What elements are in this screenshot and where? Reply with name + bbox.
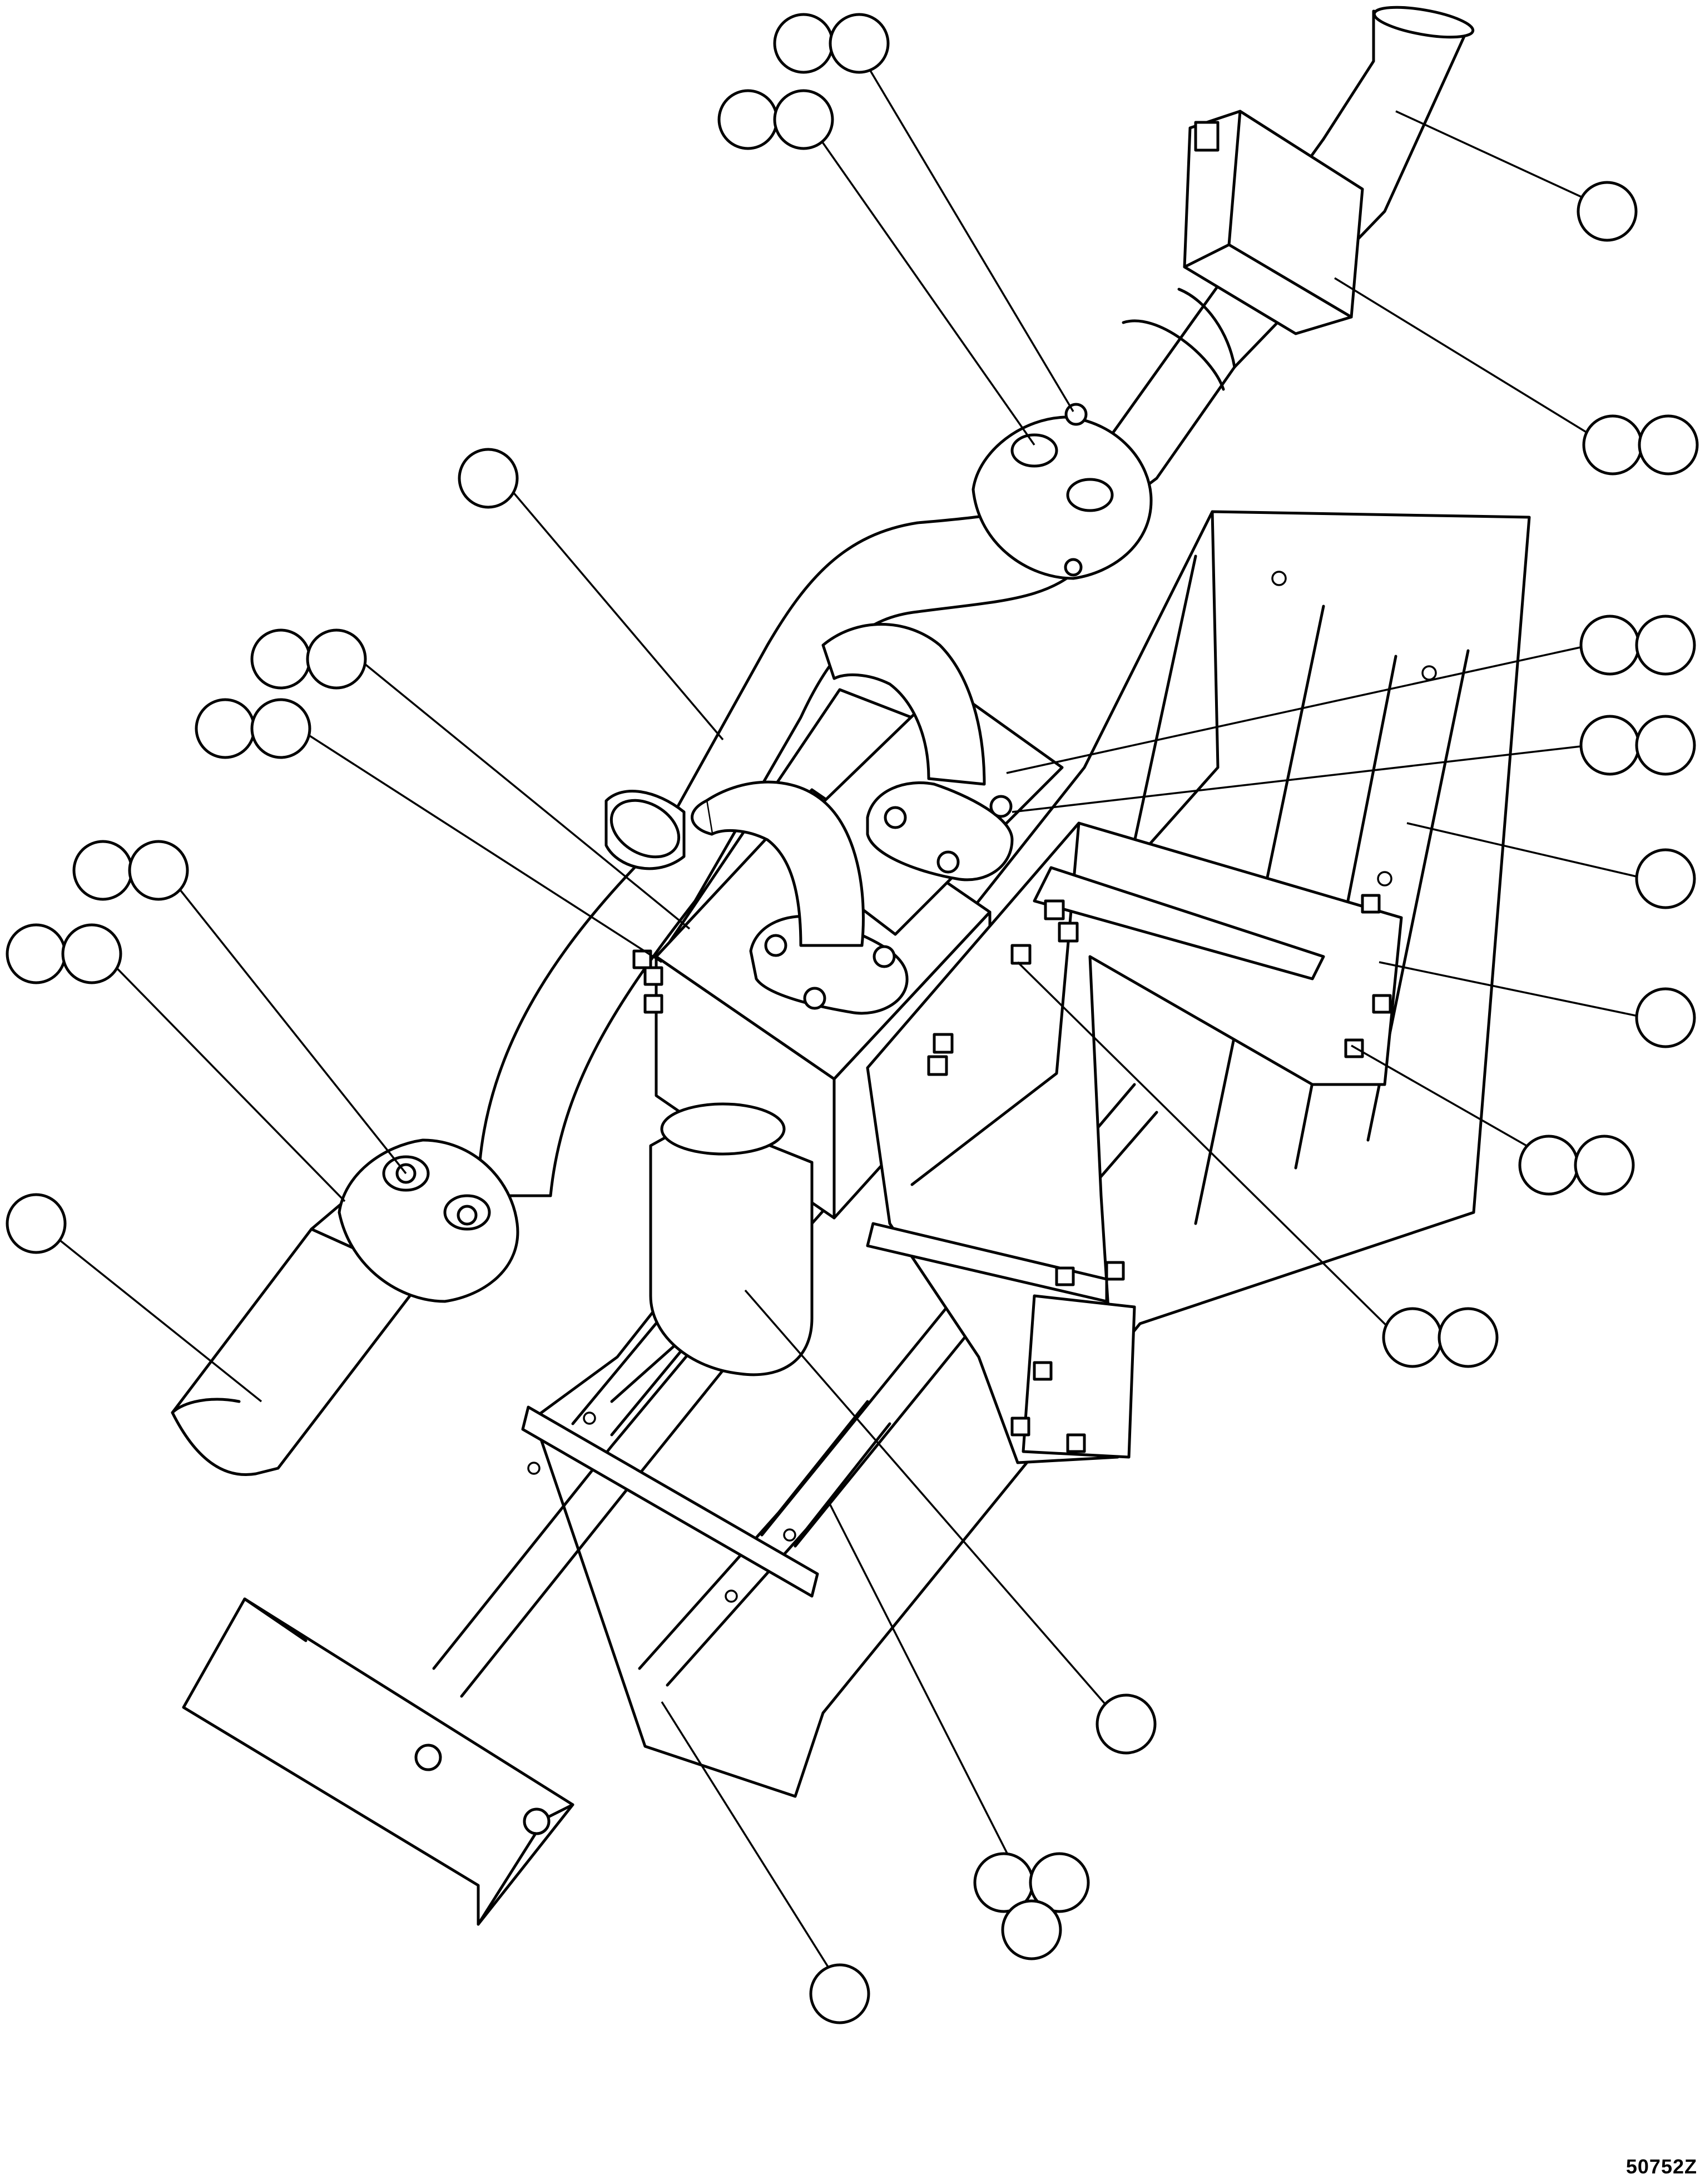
callout-balloon	[128, 840, 189, 901]
callout-balloon	[1096, 1693, 1157, 1755]
callout-balloon	[1579, 715, 1640, 776]
callout-balloon	[306, 628, 367, 690]
callout-balloon	[1382, 1307, 1443, 1368]
callout-balloon	[1438, 1307, 1499, 1368]
callout-balloon	[458, 448, 519, 509]
callout-balloon	[61, 923, 122, 984]
callout-balloon	[6, 1193, 67, 1254]
callout-balloon	[1574, 1135, 1635, 1196]
callout-balloon	[6, 923, 67, 984]
callout-balloon	[250, 628, 311, 690]
callout-balloon	[1579, 615, 1640, 676]
side-outlet	[604, 790, 686, 870]
end-plate	[182, 1597, 574, 1926]
leader-lines	[38, 47, 1647, 1986]
callout-balloon	[1635, 615, 1696, 676]
callout-balloon	[809, 1963, 870, 2024]
callout-balloon	[829, 13, 890, 74]
elbow-pipe-rear	[821, 623, 986, 786]
callout-balloon	[250, 698, 311, 759]
callout-balloon	[1001, 1899, 1062, 1960]
callout-balloon	[1518, 1135, 1579, 1196]
lower-clamp	[338, 1138, 519, 1303]
callout-balloons	[6, 13, 1699, 2024]
mounting-bracket	[632, 821, 1403, 1464]
callout-balloon	[1638, 414, 1699, 476]
elbow-pipe-front	[691, 780, 865, 947]
callout-balloon	[773, 89, 834, 150]
callout-balloon	[1635, 987, 1696, 1048]
callout-balloon	[773, 13, 834, 74]
callout-balloon	[195, 698, 256, 759]
callout-balloon	[1635, 848, 1696, 909]
callout-balloon	[1577, 181, 1638, 242]
callout-balloon	[1582, 414, 1643, 476]
callout-balloon	[1635, 715, 1696, 776]
drawing-number: 50752Z	[1625, 2155, 1697, 2178]
callout-balloon	[72, 840, 133, 901]
callout-balloon	[717, 89, 779, 150]
callout-balloon	[1029, 1852, 1090, 1913]
muffler-cylinder	[649, 1102, 814, 1376]
